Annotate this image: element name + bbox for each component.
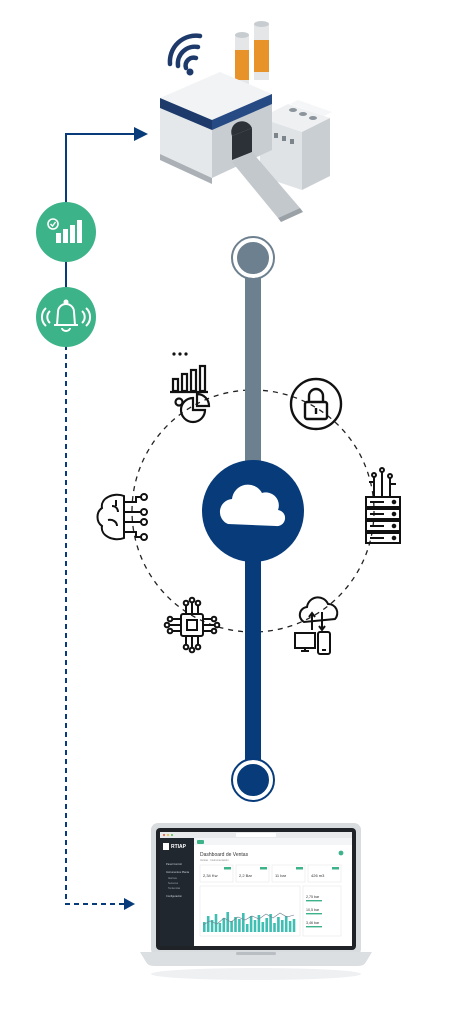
- kpi-value-3: 11 bar: [275, 873, 287, 878]
- padlock-icon: [289, 377, 343, 431]
- side-value-1: 2,75 bar: [306, 895, 320, 899]
- mini-bar: [249, 916, 253, 932]
- mini-bar-chart: [203, 912, 296, 932]
- mini-bar: [273, 923, 276, 932]
- nav-item-2[interactable]: Instrumentos Planta: [166, 870, 190, 874]
- mini-bar: [261, 922, 265, 932]
- laptop-arrow-line: [65, 345, 124, 905]
- side-value-3: 3,46 bar: [306, 921, 320, 925]
- chart-pie-icon: [170, 352, 211, 424]
- analytics-badge: [36, 202, 96, 262]
- side-value-2: 10,5 bar: [306, 908, 320, 912]
- mini-bar: [206, 916, 210, 932]
- dashboard-subtitle: Ventas · Instrumentación: [200, 858, 229, 862]
- mini-bar: [238, 919, 241, 932]
- nav-item-4[interactable]: Sensores: [168, 882, 179, 885]
- mini-bar: [265, 918, 268, 932]
- kpi-value-1: 2,34 Kw: [203, 873, 218, 878]
- laptop-base: [140, 952, 372, 966]
- top-node: [233, 238, 273, 278]
- bottom-node: [233, 760, 273, 800]
- mini-bar: [245, 924, 249, 932]
- mini-bar: [210, 920, 214, 932]
- mini-bar: [226, 912, 229, 932]
- kpi-value-2: 2,2 Bar: [239, 873, 253, 878]
- factory-arrow-head: [134, 127, 148, 141]
- mini-bar: [234, 917, 237, 932]
- wifi-signal-icon: [167, 33, 203, 76]
- kpi-value-4: 426 m3: [311, 873, 325, 878]
- mini-bar: [269, 914, 272, 932]
- laptop-icon: RTIAP Panel Control Instrumentos Planta …: [140, 823, 372, 980]
- processor-chip-icon: [163, 596, 221, 654]
- bar-chart-check-icon: [47, 218, 82, 243]
- mini-bar: [222, 918, 226, 932]
- dashboard-title: Dashboard de Ventas: [200, 852, 249, 858]
- nav-item-5[interactable]: Tendencias: [168, 887, 181, 890]
- nav-item-3[interactable]: Alarmas: [168, 877, 178, 880]
- mini-bar: [203, 922, 206, 932]
- mini-bar: [284, 916, 288, 932]
- mini-bar: [257, 915, 261, 932]
- mini-bar: [277, 917, 280, 932]
- mini-bar: [214, 914, 218, 932]
- mini-bar: [253, 920, 257, 932]
- brain-circuit-icon: [96, 493, 148, 541]
- cloud-hub: [202, 460, 304, 562]
- mini-bar: [242, 913, 245, 932]
- bell-alert-icon: [40, 299, 92, 332]
- factory-arrow-line: [65, 133, 138, 205]
- laptop-arrow-head: [124, 898, 135, 910]
- mini-bar: [218, 923, 222, 932]
- dashboard-sidebar: [160, 838, 194, 946]
- factory-icon: [160, 21, 332, 222]
- cloud-icon: [219, 484, 286, 527]
- nav-item-1[interactable]: Panel Control: [166, 862, 182, 866]
- mini-bar: [288, 921, 292, 932]
- mini-bar: [230, 921, 233, 932]
- alert-badge: [36, 287, 96, 347]
- orbit-ring: [131, 389, 375, 633]
- mini-bar: [281, 920, 284, 932]
- mini-bar: [292, 919, 296, 932]
- cloud-devices-icon: [294, 596, 339, 655]
- dashboard-logo: RTIAP: [171, 844, 187, 850]
- server-rack-icon: [365, 467, 401, 544]
- nav-item-6[interactable]: Configuración: [166, 894, 183, 898]
- kpi-cards: 2,34 Kw 2,2 Bar 11 bar 426 m3: [199, 864, 342, 883]
